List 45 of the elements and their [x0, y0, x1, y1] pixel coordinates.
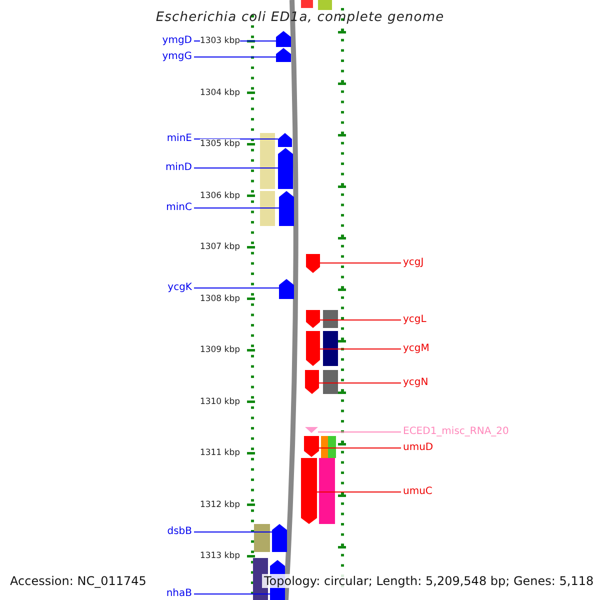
gene-label: ymgD	[162, 35, 192, 47]
map-title: Escherichia coli ED1a, complete genome	[154, 10, 446, 25]
gene-label: ycgK	[168, 282, 192, 294]
scale-label: 1313 kbp	[200, 551, 240, 561]
leader-line	[320, 262, 402, 264]
gene-feature-marker	[272, 524, 287, 552]
gene-label: umuC	[403, 486, 432, 498]
gene-feature-marker	[304, 436, 319, 457]
gene-label: minD	[165, 162, 192, 174]
scale-label: 1303 kbp	[200, 36, 240, 46]
gene-feature-marker	[276, 48, 291, 62]
leader-line	[194, 138, 278, 140]
gene-feature-marker	[276, 31, 291, 47]
gene-label: ycgM	[403, 343, 430, 355]
gene-label: ECED1_misc_RNA_20	[403, 426, 509, 438]
gene-label: minE	[166, 133, 192, 145]
scale-label: 1307 kbp	[200, 242, 240, 252]
gene-feature-marker	[306, 310, 320, 328]
gene-label: nhaB	[166, 588, 192, 600]
leader-line	[318, 382, 402, 384]
gene-label: ycgJ	[403, 257, 424, 269]
scale-label: 1306 kbp	[200, 190, 240, 200]
gene-label: ycgL	[403, 314, 426, 326]
gene-label: ymgG	[162, 51, 192, 63]
gene-feature-marker	[279, 279, 294, 299]
accession-text: Accession: NC_011745	[10, 574, 146, 588]
scale-label: 1309 kbp	[200, 345, 240, 355]
gene-label: umuD	[403, 442, 434, 454]
genome-summary-text: Topology: circular; Length: 5,209,548 bp; Genes: 5,118	[262, 574, 596, 588]
gene-feature-marker	[279, 191, 294, 226]
scale-label: 1305 kbp	[200, 139, 240, 149]
scale-label: 1310 kbp	[200, 396, 240, 406]
rna-feature-marker	[305, 427, 318, 433]
leader-line	[194, 56, 276, 58]
gene-label: minC	[166, 202, 192, 214]
scale-label: 1312 kbp	[200, 500, 240, 510]
scale-label: 1311 kbp	[200, 448, 240, 458]
gene-feature-marker	[305, 370, 319, 394]
scale-label: 1308 kbp	[200, 294, 240, 304]
scale-label: 1304 kbp	[200, 88, 240, 98]
gene-label: dsbB	[167, 526, 192, 538]
leader-line	[320, 348, 402, 350]
gene-feature-marker	[306, 254, 320, 273]
gene-label: ycgN	[403, 377, 428, 389]
gene-feature-marker	[306, 331, 320, 366]
